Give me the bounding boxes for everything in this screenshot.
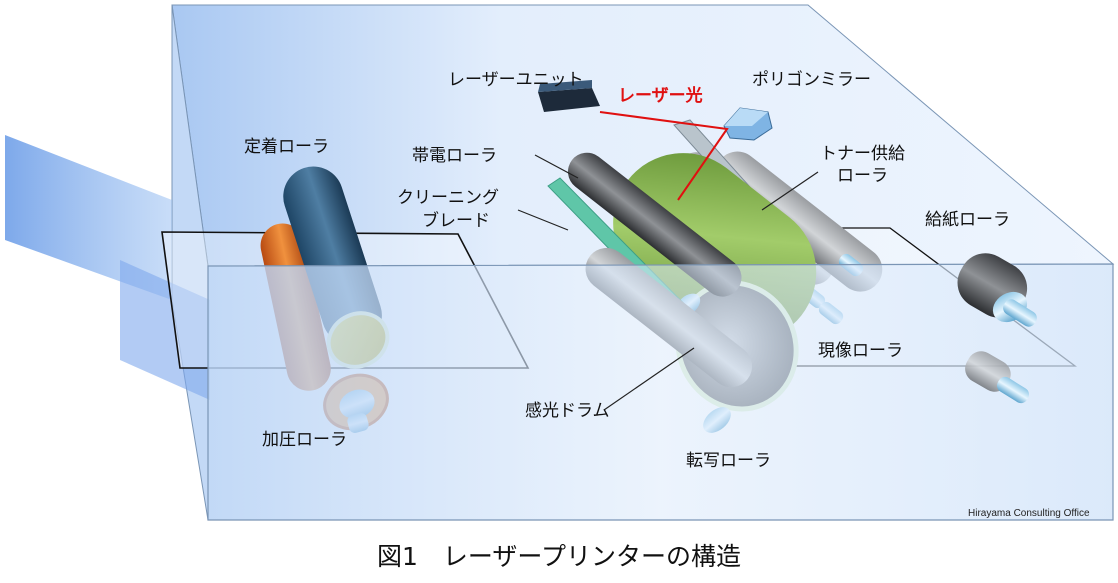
figure-caption: 図1 レーザープリンターの構造 [377, 542, 741, 571]
credit-text: Hirayama Consulting Office [968, 508, 1090, 519]
label-laser-unit: レーザーユニット [448, 70, 584, 90]
label-photosensitive-drum: 感光ドラム [525, 401, 610, 421]
label-charge-roller: 帯電ローラ [412, 146, 497, 166]
label-develop-roller: 現像ローラ [818, 341, 903, 361]
label-fixing-roller: 定着ローラ [244, 137, 329, 157]
label-toner-supply-line2: ローラ [837, 166, 888, 186]
label-cleaning-blade-line2: ブレード [422, 211, 490, 231]
label-polygon-mirror: ポリゴンミラー [752, 70, 871, 90]
label-cleaning-blade-line1: クリーニング [397, 188, 499, 208]
label-transfer-roller: 転写ローラ [686, 451, 771, 471]
label-laser-light: レーザー光 [618, 86, 703, 106]
label-pressure-roller: 加圧ローラ [262, 430, 347, 450]
label-feed-roller: 給紙ローラ [925, 210, 1010, 230]
label-toner-supply-line1: トナー供給 [820, 144, 905, 164]
